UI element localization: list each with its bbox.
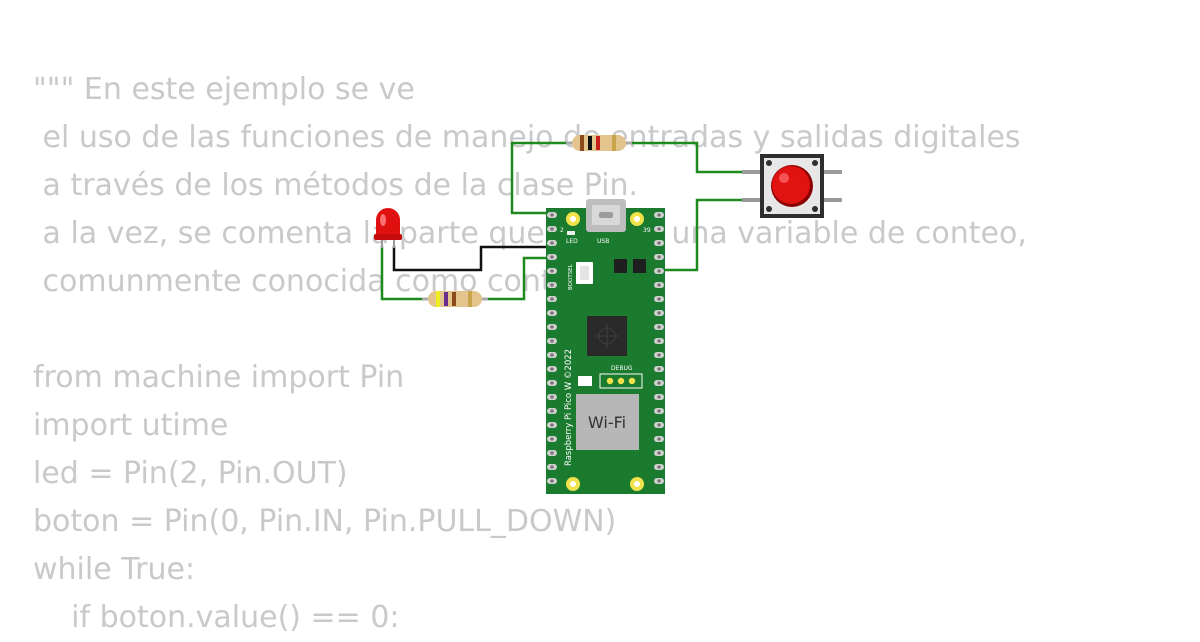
red-led[interactable] bbox=[374, 208, 402, 248]
wifi-label: Wi-Fi bbox=[588, 413, 626, 432]
code-line: if boton.value() == 0: bbox=[33, 600, 400, 635]
header-pin-hole bbox=[657, 283, 661, 287]
code-line: a través de los métodos de la clase Pin. bbox=[33, 168, 639, 203]
pushbutton[interactable] bbox=[742, 154, 842, 218]
header-pin-hole bbox=[550, 353, 554, 357]
header-pin-hole bbox=[550, 283, 554, 287]
header-pin-hole bbox=[657, 339, 661, 343]
wire-resistor-top-to-button[interactable] bbox=[626, 141, 760, 174]
debug-label: DEBUG bbox=[611, 365, 633, 372]
code-line: import utime bbox=[33, 408, 229, 443]
wires bbox=[380, 141, 760, 301]
resistor-bottom[interactable] bbox=[422, 291, 488, 307]
header-pin-hole bbox=[657, 311, 661, 315]
header-pin-hole bbox=[550, 227, 554, 231]
header-pin-hole bbox=[657, 395, 661, 399]
header-pin-hole bbox=[550, 213, 554, 217]
header-pin-hole bbox=[550, 465, 554, 469]
wire-button-to-board[interactable] bbox=[656, 198, 760, 272]
usb-label: USB bbox=[597, 238, 609, 245]
debug-led bbox=[578, 376, 592, 386]
header-pin-hole bbox=[657, 297, 661, 301]
header-pin-hole bbox=[550, 241, 554, 245]
header-pin-hole bbox=[657, 269, 661, 273]
header-pin-hole bbox=[657, 227, 661, 231]
header-pin-hole bbox=[550, 255, 554, 259]
code-line: boton = Pin(0, Pin.IN, Pin.PULL_DOWN) bbox=[33, 504, 617, 539]
code-line: el uso de las funciones de manejo de ent… bbox=[33, 120, 1021, 155]
wifi-module bbox=[576, 394, 639, 450]
header-pin-hole bbox=[657, 367, 661, 371]
header-pin-hole bbox=[657, 353, 661, 357]
chip-small-2 bbox=[633, 259, 646, 273]
code-line: while True: bbox=[33, 552, 196, 587]
header-pin-hole bbox=[657, 437, 661, 441]
header-pin-hole bbox=[657, 213, 661, 217]
board-side-label: Raspberry Pi Pico W ©2022 bbox=[564, 349, 574, 466]
code-line: led = Pin(2, Pin.OUT) bbox=[33, 456, 348, 491]
code-line: """ En este ejemplo se ve bbox=[33, 72, 415, 107]
header-pin-hole bbox=[550, 395, 554, 399]
header-pin-hole bbox=[550, 409, 554, 413]
pin-label-1: 2 bbox=[560, 227, 564, 234]
header-pin-hole bbox=[550, 311, 554, 315]
header-pin-hole bbox=[550, 367, 554, 371]
header-pin-hole bbox=[657, 423, 661, 427]
header-pin-hole bbox=[657, 465, 661, 469]
led-label: LED bbox=[566, 238, 578, 245]
header-pin-hole bbox=[657, 479, 661, 483]
led-indicator bbox=[567, 231, 575, 235]
wire-resistor-to-board[interactable] bbox=[482, 256, 553, 301]
wire-button-to-resistor-top[interactable] bbox=[510, 141, 572, 215]
header-pin-hole bbox=[657, 409, 661, 413]
header-pin-hole bbox=[657, 325, 661, 329]
chip-small-1 bbox=[614, 259, 627, 273]
header-pin-hole bbox=[550, 451, 554, 455]
wire-led-anode-to-resistor[interactable] bbox=[380, 246, 428, 301]
header-pin-hole bbox=[657, 255, 661, 259]
left-header-pins bbox=[547, 212, 557, 484]
header-pin-hole bbox=[550, 437, 554, 441]
header-pin-hole bbox=[550, 423, 554, 427]
header-pin-hole bbox=[657, 241, 661, 245]
header-pin-hole bbox=[657, 451, 661, 455]
code-line: from machine import Pin bbox=[33, 360, 405, 395]
header-pin-hole bbox=[550, 297, 554, 301]
resistor-top[interactable] bbox=[566, 135, 632, 151]
header-pin-hole bbox=[550, 479, 554, 483]
wire-led-cathode-to-board[interactable] bbox=[392, 245, 554, 272]
pico-w-board[interactable]: 2 39 LED USB BOOTSEL DEBUG Wi-Fi Raspber… bbox=[546, 199, 665, 494]
header-pin-hole bbox=[657, 381, 661, 385]
bootsel-label: BOOTSEL bbox=[568, 263, 574, 290]
debug-header bbox=[599, 373, 643, 389]
pin-label-39: 39 bbox=[643, 227, 651, 234]
header-pin-hole bbox=[550, 381, 554, 385]
header-pin-hole bbox=[550, 269, 554, 273]
header-pin-hole bbox=[550, 325, 554, 329]
right-header-pins bbox=[654, 212, 664, 484]
header-pin-hole bbox=[550, 339, 554, 343]
